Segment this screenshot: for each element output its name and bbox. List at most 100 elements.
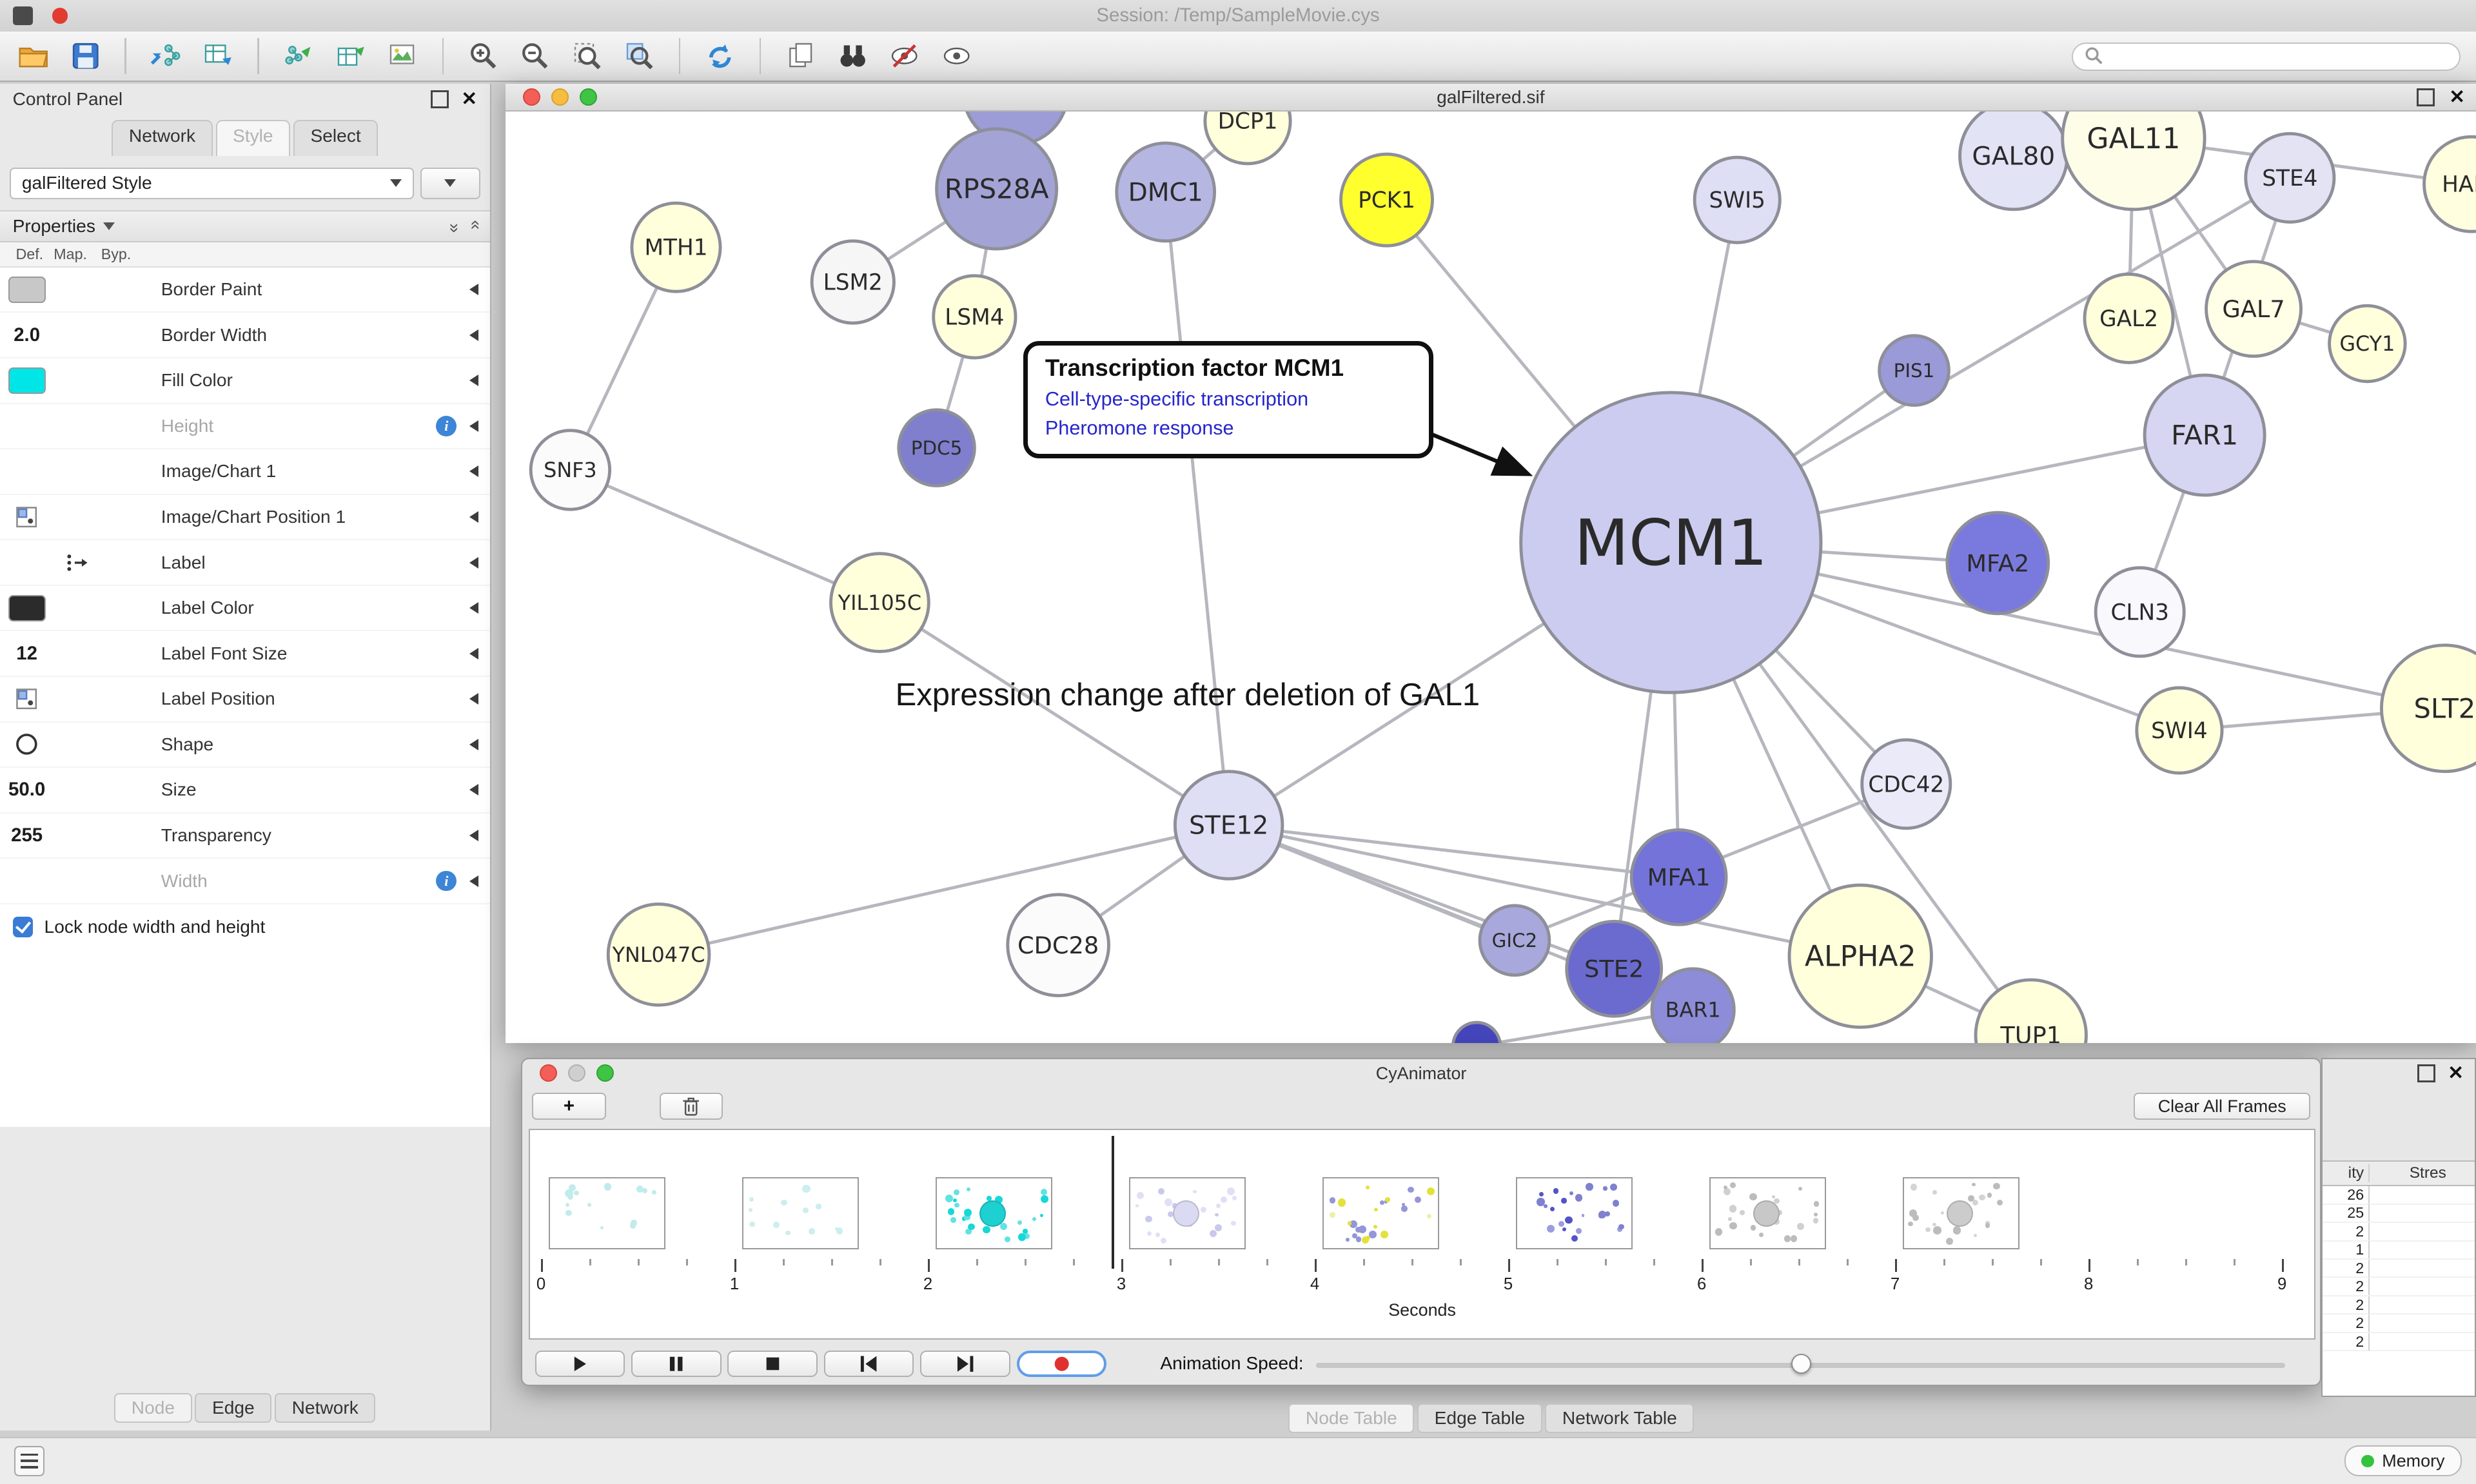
expand-row-icon[interactable] [469, 829, 479, 841]
table-row[interactable]: 2 [2323, 1314, 2475, 1333]
property-row-fill-color[interactable]: Fill Color [0, 358, 490, 404]
import-network-icon[interactable] [145, 35, 186, 77]
graph-node-SLT2[interactable]: SLT2 [2379, 643, 2476, 774]
expand-row-icon[interactable] [469, 465, 479, 478]
tab-network[interactable]: Network [112, 120, 213, 157]
graph-node-PIS1[interactable]: PIS1 [1877, 334, 1950, 407]
close-panel-icon[interactable]: ✕ [461, 88, 478, 110]
property-row-label-color[interactable]: Label Color [0, 586, 490, 632]
frame-thumbnail-4[interactable] [1322, 1177, 1439, 1249]
annotation-box[interactable]: Transcription factor MCM1 Cell-type-spec… [1023, 340, 1433, 458]
expand-row-icon[interactable] [469, 693, 479, 705]
graph-node-GAL2[interactable]: GAL2 [2083, 273, 2175, 365]
float-panel-icon[interactable] [430, 90, 449, 109]
table-row[interactable]: 2 [2323, 1333, 2475, 1352]
graph-node-RPS28A[interactable]: RPS28A [934, 127, 1058, 251]
canvas-caption-text[interactable]: Expression change after deletion of GAL1 [895, 678, 1480, 713]
frame-thumbnail-1[interactable] [742, 1177, 859, 1249]
style-tab-node[interactable]: Node [114, 1392, 192, 1423]
style-options-button[interactable] [420, 167, 480, 199]
graph-node-CLN3[interactable]: CLN3 [2094, 566, 2186, 658]
property-default-cell[interactable]: 50.0 [0, 779, 54, 801]
float-panel-icon[interactable] [2417, 88, 2435, 107]
pause-button[interactable] [631, 1350, 722, 1378]
export-network-icon[interactable] [278, 35, 319, 77]
expand-row-icon[interactable] [469, 284, 479, 296]
table-row[interactable]: 1 [2323, 1241, 2475, 1260]
add-frame-button[interactable]: + [531, 1093, 606, 1120]
graph-node-DMC1[interactable]: DMC1 [1114, 141, 1216, 243]
graph-edge-STE12-MFA1[interactable] [1228, 823, 1679, 879]
collapse-all-icon[interactable]: » [445, 222, 465, 229]
minimize-window-icon[interactable] [568, 1064, 586, 1082]
refresh-view-icon[interactable] [700, 35, 741, 77]
graph-node-PCK1[interactable]: PCK1 [1339, 153, 1434, 248]
frame-thumbnail-0[interactable] [549, 1177, 665, 1249]
graph-node-MCM1[interactable]: MCM1 [1518, 391, 1823, 695]
expand-row-icon[interactable] [469, 875, 479, 887]
expand-row-icon[interactable] [469, 420, 479, 432]
save-icon[interactable] [64, 35, 106, 77]
column-header-stress[interactable]: Stres [2409, 1164, 2446, 1182]
property-default-cell[interactable] [0, 367, 54, 394]
graph-node-YNL047C[interactable]: YNL047C [606, 903, 711, 1008]
table-row[interactable]: 2 [2323, 1259, 2475, 1278]
expand-row-icon[interactable] [469, 556, 479, 569]
graph-node-GCY1[interactable]: GCY1 [2327, 304, 2407, 384]
search-field[interactable] [2072, 43, 2461, 72]
network-window-titlebar[interactable]: galFiltered.sif ✕ [505, 83, 2476, 112]
graph-edge-YIL105C-STE12[interactable] [878, 601, 1230, 827]
skip-start-button[interactable] [823, 1350, 914, 1378]
table-row[interactable]: 2 [2323, 1278, 2475, 1296]
graph-node-GAL7[interactable]: GAL7 [2204, 260, 2303, 358]
column-header-degree[interactable]: ity [2323, 1164, 2370, 1182]
slider-thumb[interactable] [1791, 1353, 1812, 1374]
close-window-icon[interactable] [540, 1064, 558, 1082]
hide-selected-icon[interactable] [884, 35, 925, 77]
maximize-window-icon[interactable] [579, 88, 597, 106]
graph-node-DOT[interactable] [1451, 1021, 1502, 1044]
close-window-icon[interactable] [522, 88, 540, 106]
open-file-icon[interactable] [13, 35, 54, 77]
graph-edge-STE12-ALPHA2[interactable] [1228, 823, 1861, 959]
graph-node-MTH1[interactable]: MTH1 [630, 202, 722, 294]
memory-button[interactable]: Memory [2344, 1445, 2462, 1477]
graph-node-SNF3[interactable]: SNF3 [529, 429, 611, 512]
minimize-window-icon[interactable] [551, 88, 569, 106]
show-all-icon[interactable] [936, 35, 978, 77]
table-row[interactable]: 2 [2323, 1222, 2475, 1242]
tab-node-table[interactable]: Node Table [1288, 1403, 1415, 1433]
properties-section-header[interactable]: Properties » » [0, 211, 490, 243]
delete-frame-button[interactable] [660, 1093, 723, 1120]
graph-node-MFA2[interactable]: MFA2 [1945, 511, 2050, 616]
style-tab-network[interactable]: Network [275, 1392, 376, 1423]
annotation-link[interactable]: Cell-type-specific transcription [1045, 387, 1309, 410]
graph-node-BAR1[interactable]: BAR1 [1650, 967, 1736, 1044]
graph-node-FAR1[interactable]: FAR1 [2143, 373, 2266, 497]
graph-node-DCP1[interactable]: DCP1 [1203, 112, 1292, 166]
export-image-icon[interactable] [382, 35, 424, 77]
record-button[interactable] [1016, 1350, 1107, 1378]
tab-network-table[interactable]: Network Table [1545, 1403, 1695, 1433]
graph-node-STE4[interactable]: STE4 [2244, 132, 2336, 224]
property-row-image-chart-position-1[interactable]: Image/Chart Position 1 [0, 495, 490, 541]
graph-node-SWI4[interactable]: SWI4 [2135, 686, 2224, 776]
graph-node-GIC2[interactable]: GIC2 [1478, 904, 1551, 977]
zoom-in-icon[interactable] [462, 35, 504, 77]
expand-row-icon[interactable] [469, 784, 479, 796]
frame-thumbnail-6[interactable] [1709, 1177, 1826, 1249]
frame-thumbnail-7[interactable] [1903, 1177, 2019, 1249]
export-table-icon[interactable] [330, 35, 371, 77]
property-row-border-paint[interactable]: Border Paint [0, 268, 490, 313]
property-row-label[interactable]: Label [0, 540, 490, 586]
graph-node-SWI5[interactable]: SWI5 [1693, 155, 1782, 245]
property-row-image-chart-1[interactable]: Image/Chart 1 [0, 449, 490, 495]
property-default-cell[interactable]: 255 [0, 825, 54, 846]
table-row[interactable]: 2 [2323, 1296, 2475, 1315]
graph-node-YIL105C[interactable]: YIL105C [829, 552, 930, 654]
network-canvas[interactable]: RPS28ADMC1DCP1PCK1SWI5GAL80GAL11STE4HAP4… [505, 112, 2476, 1044]
